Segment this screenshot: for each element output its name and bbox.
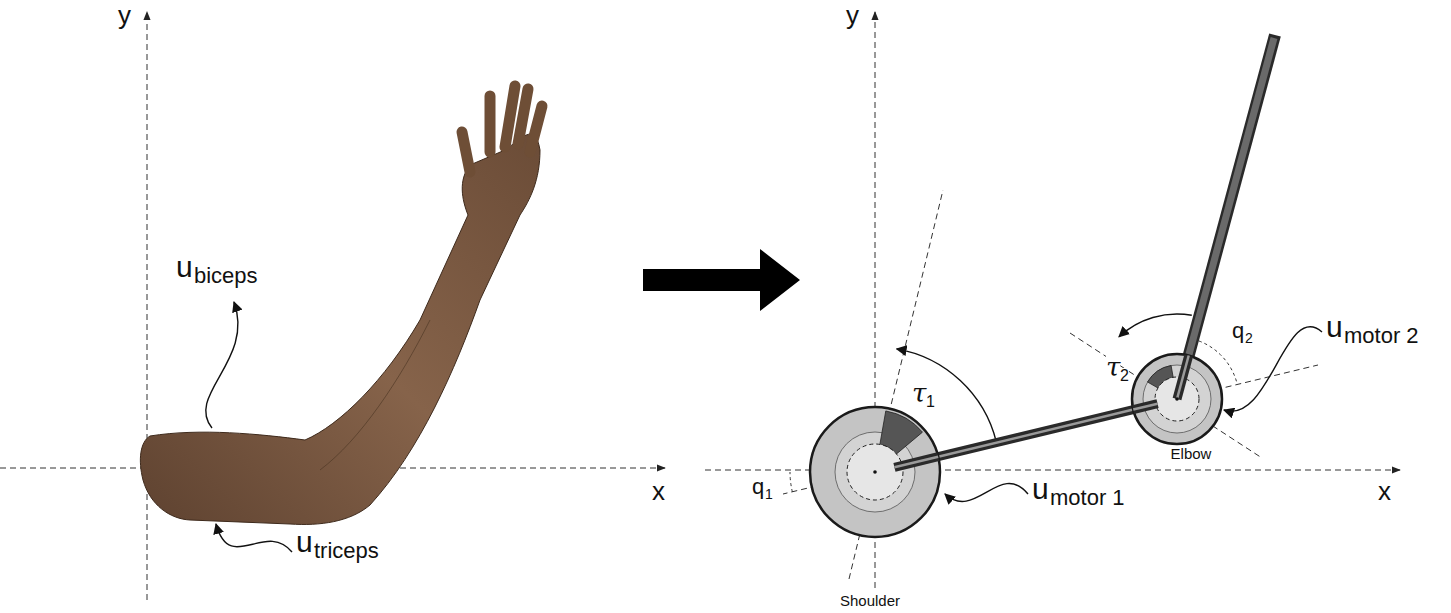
- joint-label: Elbow: [1169, 446, 1214, 463]
- joint-disk: [810, 407, 940, 537]
- angle-symbol: q: [752, 476, 764, 498]
- transform-arrow: [643, 249, 800, 311]
- joint-label: Shoulder: [838, 593, 902, 610]
- torque-subscript: 1: [926, 394, 935, 410]
- axis-name: x: [1378, 478, 1391, 504]
- signal-symbol: u: [296, 527, 313, 557]
- torque-subscript: 2: [1120, 368, 1129, 384]
- angle-subscript: 1: [765, 487, 773, 501]
- finger: [485, 96, 496, 152]
- motor-housing: [810, 407, 940, 537]
- link-stub: [1177, 356, 1189, 399]
- finger: [505, 86, 515, 147]
- angle-subscript: 2: [1245, 331, 1253, 345]
- joint-motor: Shoulder: [810, 407, 940, 537]
- forearm-link: [1177, 38, 1274, 399]
- motor-housing: [1132, 354, 1222, 444]
- finger: [530, 106, 542, 152]
- finger: [518, 89, 528, 144]
- joint-outline: [1132, 354, 1222, 444]
- signal-leader: [216, 524, 292, 552]
- signal-leader: [945, 484, 1028, 502]
- skin-shade: [320, 320, 430, 470]
- torque-arc: [1119, 314, 1192, 337]
- link-stub: [1133, 404, 1157, 410]
- angle-symbol: q: [1232, 320, 1244, 342]
- rotor-hub: [847, 444, 903, 500]
- axis-name: x: [652, 478, 665, 504]
- link-stub: [894, 457, 938, 468]
- signal-symbol: u: [176, 252, 193, 282]
- angle-arc: [790, 472, 792, 492]
- signal-subscript: motor 1: [1050, 487, 1125, 509]
- y-axis: [147, 12, 148, 600]
- joint-axis: [1175, 397, 1179, 401]
- joint-outline: [810, 407, 940, 537]
- fingers: [462, 86, 542, 172]
- arm-skin: [140, 134, 540, 524]
- signal-symbol: u: [1032, 474, 1049, 504]
- link-stripe: [938, 410, 1133, 457]
- axis-name: y: [118, 2, 131, 28]
- reference-line: [1070, 333, 1262, 458]
- link-stub: [1177, 356, 1189, 399]
- joint-disk: [1132, 354, 1222, 444]
- forearm-link: [1177, 35, 1275, 399]
- thumb: [462, 132, 470, 172]
- torque-symbol: τ: [1106, 354, 1120, 380]
- motor-ring: [1143, 365, 1211, 433]
- signal-subscript: motor 2: [1344, 325, 1419, 347]
- link-stub: [894, 457, 938, 468]
- axis-name: y: [846, 2, 859, 28]
- signal-leader: [206, 302, 238, 428]
- link-stub: [1133, 404, 1157, 410]
- signal-symbol: u: [1326, 312, 1343, 342]
- human-arm: [140, 86, 542, 524]
- arm-link: [938, 410, 1133, 457]
- joint-motor: Elbow: [1132, 354, 1222, 444]
- joint-axis: [873, 470, 877, 474]
- link-bar: [938, 410, 1133, 457]
- torque-symbol: τ: [912, 380, 926, 406]
- signal-subscript: triceps: [314, 540, 379, 562]
- signal-subscript: biceps: [194, 265, 258, 287]
